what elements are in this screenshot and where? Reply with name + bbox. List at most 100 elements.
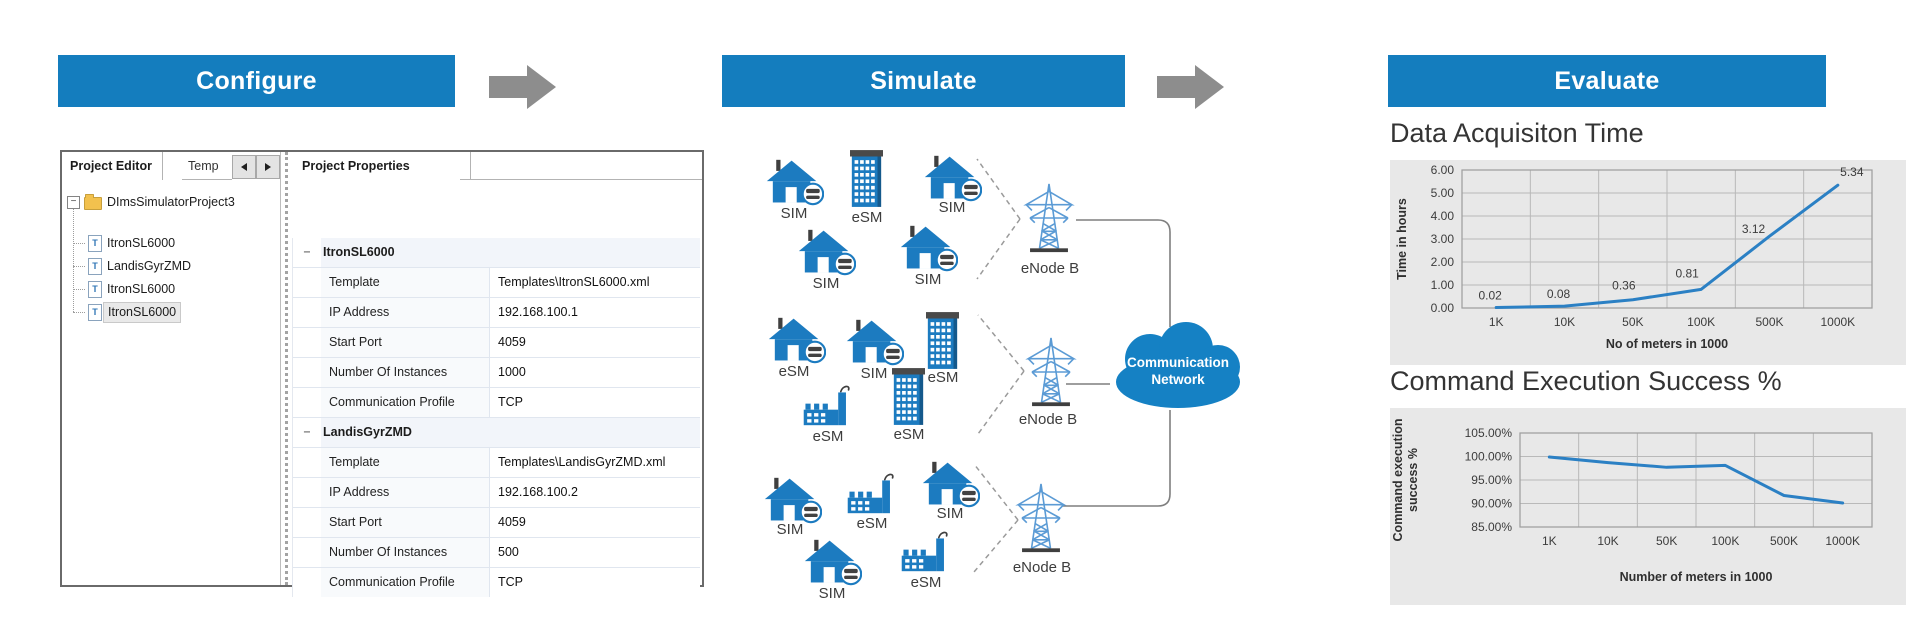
svg-text:1000K: 1000K bbox=[1825, 534, 1860, 548]
tab-templates-partial[interactable]: Temp bbox=[182, 152, 232, 180]
svg-text:85.00%: 85.00% bbox=[1471, 520, 1512, 534]
banner-evaluate: Evaluate bbox=[1388, 55, 1826, 107]
property-row: Start Port 4059 bbox=[293, 328, 700, 358]
node-label: eSM bbox=[857, 515, 888, 532]
svg-text:50K: 50K bbox=[1622, 315, 1643, 329]
tree-connector bbox=[73, 312, 85, 313]
group-collapse-toggle[interactable]: − bbox=[293, 238, 321, 267]
sim-node-house: SIM bbox=[766, 158, 824, 222]
tree-item-selected[interactable]: T ItronSL6000 bbox=[88, 301, 182, 323]
sim-node-building: eSM bbox=[892, 368, 925, 443]
svg-text:3.12: 3.12 bbox=[1742, 222, 1766, 236]
banner-configure: Configure bbox=[58, 55, 455, 107]
property-value[interactable]: 500 bbox=[490, 538, 700, 567]
banner-simulate-label: Simulate bbox=[870, 66, 977, 95]
sim-node-house: eSM bbox=[768, 316, 826, 380]
tab-project-properties[interactable]: Project Properties bbox=[292, 152, 471, 179]
property-value[interactable]: 192.168.100.2 bbox=[490, 478, 700, 507]
tree-item-label: ItronSL6000 bbox=[103, 301, 182, 323]
property-row: Communication Profile TCP bbox=[293, 388, 700, 418]
banner-configure-label: Configure bbox=[196, 66, 317, 95]
tree-item[interactable]: T ItronSL6000 bbox=[88, 279, 175, 299]
node-label: eSM bbox=[779, 363, 810, 380]
property-label: Start Port bbox=[321, 508, 490, 537]
property-row: IP Address 192.168.100.2 bbox=[293, 478, 700, 508]
tab-project-editor[interactable]: Project Editor bbox=[62, 152, 163, 180]
sim-node-factory: eSM bbox=[846, 473, 894, 532]
tree-connector bbox=[73, 266, 85, 267]
property-label: Template bbox=[321, 448, 490, 477]
svg-text:Number of meters in 1000: Number of meters in 1000 bbox=[1620, 570, 1773, 584]
node-label: SIM bbox=[861, 365, 888, 382]
property-value[interactable]: TCP bbox=[490, 568, 700, 597]
property-value[interactable]: 4059 bbox=[490, 328, 700, 357]
property-value[interactable]: 192.168.100.1 bbox=[490, 298, 700, 327]
chart1-title: Data Acquisiton Time bbox=[1390, 118, 1644, 148]
sim-node-house: SIM bbox=[922, 460, 980, 522]
sim-node-house: SIM bbox=[846, 318, 904, 382]
property-row: Number Of Instances 1000 bbox=[293, 358, 700, 388]
property-value[interactable]: 1000 bbox=[490, 358, 700, 387]
radio-link-dashed bbox=[973, 158, 1025, 573]
svg-text:No of meters in 1000: No of meters in 1000 bbox=[1606, 337, 1728, 351]
enodeb-label: eNode B bbox=[1013, 559, 1071, 576]
property-label: Number Of Instances bbox=[321, 538, 490, 567]
tree-item[interactable]: T LandisGyrZMD bbox=[88, 256, 191, 276]
tree-collapse-icon[interactable]: − bbox=[67, 195, 80, 209]
tree-item-label: LandisGyrZMD bbox=[107, 259, 192, 273]
svg-text:100K: 100K bbox=[1687, 315, 1715, 329]
svg-text:Time in hours: Time in hours bbox=[1395, 198, 1409, 280]
cloud-label-line2: Network bbox=[1151, 372, 1205, 387]
project-properties-pane: Project Properties − ItronSL6000 Templat… bbox=[292, 152, 702, 597]
property-value[interactable]: Templates\ItronSL6000.xml bbox=[490, 268, 700, 297]
tree-item-label: ItronSL6000 bbox=[107, 282, 176, 296]
sim-node-building: eSM bbox=[850, 150, 883, 226]
sim-node-factory: eSM bbox=[802, 385, 850, 445]
enodeb-tower: eNode B bbox=[1013, 483, 1071, 576]
node-label: SIM bbox=[781, 205, 808, 222]
group-collapse-toggle[interactable]: − bbox=[293, 418, 321, 447]
svg-text:5.00: 5.00 bbox=[1431, 186, 1455, 200]
svg-text:0.02: 0.02 bbox=[1478, 289, 1502, 303]
svg-text:100.00%: 100.00% bbox=[1465, 450, 1513, 464]
property-row: Number Of Instances 500 bbox=[293, 538, 700, 568]
chart2-title: Command Execution Success % bbox=[1390, 366, 1782, 396]
tree-item[interactable]: T ItronSL6000 bbox=[88, 233, 175, 253]
sim-node-house: SIM bbox=[764, 476, 822, 538]
property-value[interactable]: TCP bbox=[490, 388, 700, 417]
property-value[interactable]: Templates\LandisGyrZMD.xml bbox=[490, 448, 700, 477]
network-connector bbox=[1062, 219, 1171, 507]
tree-item-label: ItronSL6000 bbox=[107, 236, 176, 250]
template-doc-icon: T bbox=[88, 303, 102, 321]
communication-network-cloud: Communication Network bbox=[1116, 322, 1240, 408]
tab-scroll-right-button[interactable] bbox=[256, 155, 280, 179]
svg-text:500K: 500K bbox=[1755, 315, 1783, 329]
svg-text:10K: 10K bbox=[1554, 315, 1575, 329]
node-label: SIM bbox=[819, 585, 846, 602]
sim-node-building: eSM bbox=[926, 312, 959, 386]
svg-text:100K: 100K bbox=[1711, 534, 1739, 548]
template-doc-icon: T bbox=[88, 257, 102, 275]
svg-text:0.08: 0.08 bbox=[1547, 287, 1571, 301]
pane-splitter[interactable] bbox=[281, 152, 292, 585]
property-label: IP Address bbox=[321, 298, 490, 327]
property-label: IP Address bbox=[321, 478, 490, 507]
tab-templates-label: Temp bbox=[188, 158, 219, 173]
tab-scroll-left-button[interactable] bbox=[232, 155, 256, 179]
svg-text:95.00%: 95.00% bbox=[1471, 473, 1512, 487]
svg-text:0.36: 0.36 bbox=[1612, 279, 1636, 293]
node-label: eSM bbox=[852, 209, 883, 226]
node-label: SIM bbox=[813, 275, 840, 292]
project-editor-pane: Project Editor Temp − DImsSimulator bbox=[62, 152, 281, 585]
svg-text:2.00: 2.00 bbox=[1431, 255, 1455, 269]
property-value[interactable]: 4059 bbox=[490, 508, 700, 537]
enodeb-tower: eNode B bbox=[1019, 337, 1077, 428]
property-row: Template Templates\ItronSL6000.xml bbox=[293, 268, 700, 298]
svg-text:105.00%: 105.00% bbox=[1465, 426, 1513, 440]
tree-root-item[interactable]: − DImsSimulatorProject3 bbox=[67, 192, 235, 212]
properties-tabstrip: Project Properties bbox=[292, 152, 702, 180]
svg-text:90.00%: 90.00% bbox=[1471, 497, 1512, 511]
svg-text:Command execution: Command execution bbox=[1391, 419, 1405, 542]
